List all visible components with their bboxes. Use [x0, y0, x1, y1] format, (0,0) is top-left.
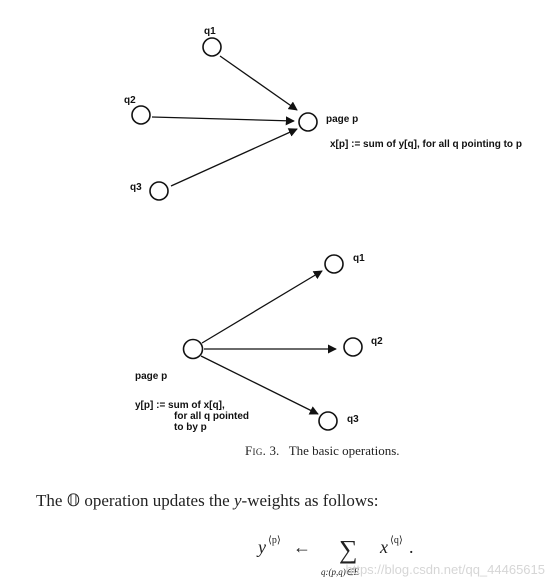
edge-p-to-q3: [200, 355, 319, 415]
equation-sum-subscript: q:(p,q)∈E: [321, 567, 360, 577]
node-q2: [343, 337, 363, 357]
bottom-annotation-line-2: for all q pointed: [174, 411, 249, 422]
node-q3: [318, 411, 338, 431]
edge-p-to-q1: [201, 270, 323, 344]
equation-rhs-sup: ⟨q⟩: [390, 535, 403, 546]
node-q3: [149, 181, 169, 201]
caption-number: 3.: [269, 443, 280, 458]
node-page-p: [182, 338, 204, 360]
label-q1: q1: [353, 253, 365, 264]
node-q1: [324, 254, 344, 274]
edge-q2-to-p: [151, 116, 295, 126]
watermark: https://blog.csdn.net/qq_44465615: [345, 562, 546, 577]
label-q3: q3: [130, 182, 142, 193]
sentence-mid: operation updates the: [84, 491, 230, 510]
label-q3: q3: [347, 414, 359, 425]
equation-terminator: .: [409, 537, 414, 557]
label-q2: q2: [371, 336, 383, 347]
figure-caption: Fig. 3. The basic operations.: [245, 443, 445, 459]
caption-text: The basic operations.: [288, 443, 400, 458]
top-annotation: x[p] := sum of y[q], for all q pointing …: [330, 139, 522, 150]
label-page-p: page p: [135, 371, 167, 382]
node-page-p: [298, 112, 318, 132]
edge-q3-to-p: [170, 128, 298, 187]
node-q2: [131, 105, 151, 125]
label-q1: q1: [204, 26, 216, 37]
bottom-diagram: q1 q2 q3 page p y[p] := sum of x[q], for…: [135, 253, 383, 433]
equation-lhs-sup: ⟨p⟩: [268, 535, 281, 546]
body-sentence: The 𝕆 operation updates the y-weights as…: [36, 491, 378, 511]
sentence-variable: y: [233, 491, 242, 510]
equation-lhs-base: y: [256, 537, 266, 557]
bottom-annotation-line-1: y[p] := sum of x[q],: [135, 400, 225, 411]
operator-symbol: 𝕆: [66, 491, 81, 510]
bottom-annotation-line-3: to by p: [174, 422, 207, 433]
equation-rhs-base: x: [379, 537, 388, 557]
caption-prefix: Fig.: [245, 443, 267, 458]
sentence-end: -weights as follows:: [241, 491, 379, 510]
equation-sum-symbol: ∑: [339, 535, 358, 564]
label-page-p: page p: [326, 114, 358, 125]
sentence-start: The: [36, 491, 63, 510]
equation: y ⟨p⟩ ← ∑ q:(p,q)∈E x ⟨q⟩ .: [256, 535, 414, 577]
top-diagram: q1 q2 q3 page p x[p] := sum of y[q], for…: [124, 26, 522, 201]
equation-arrow: ←: [293, 537, 311, 557]
node-q1: [202, 37, 222, 57]
edge-q1-to-p: [219, 55, 298, 111]
label-q2: q2: [124, 95, 136, 106]
